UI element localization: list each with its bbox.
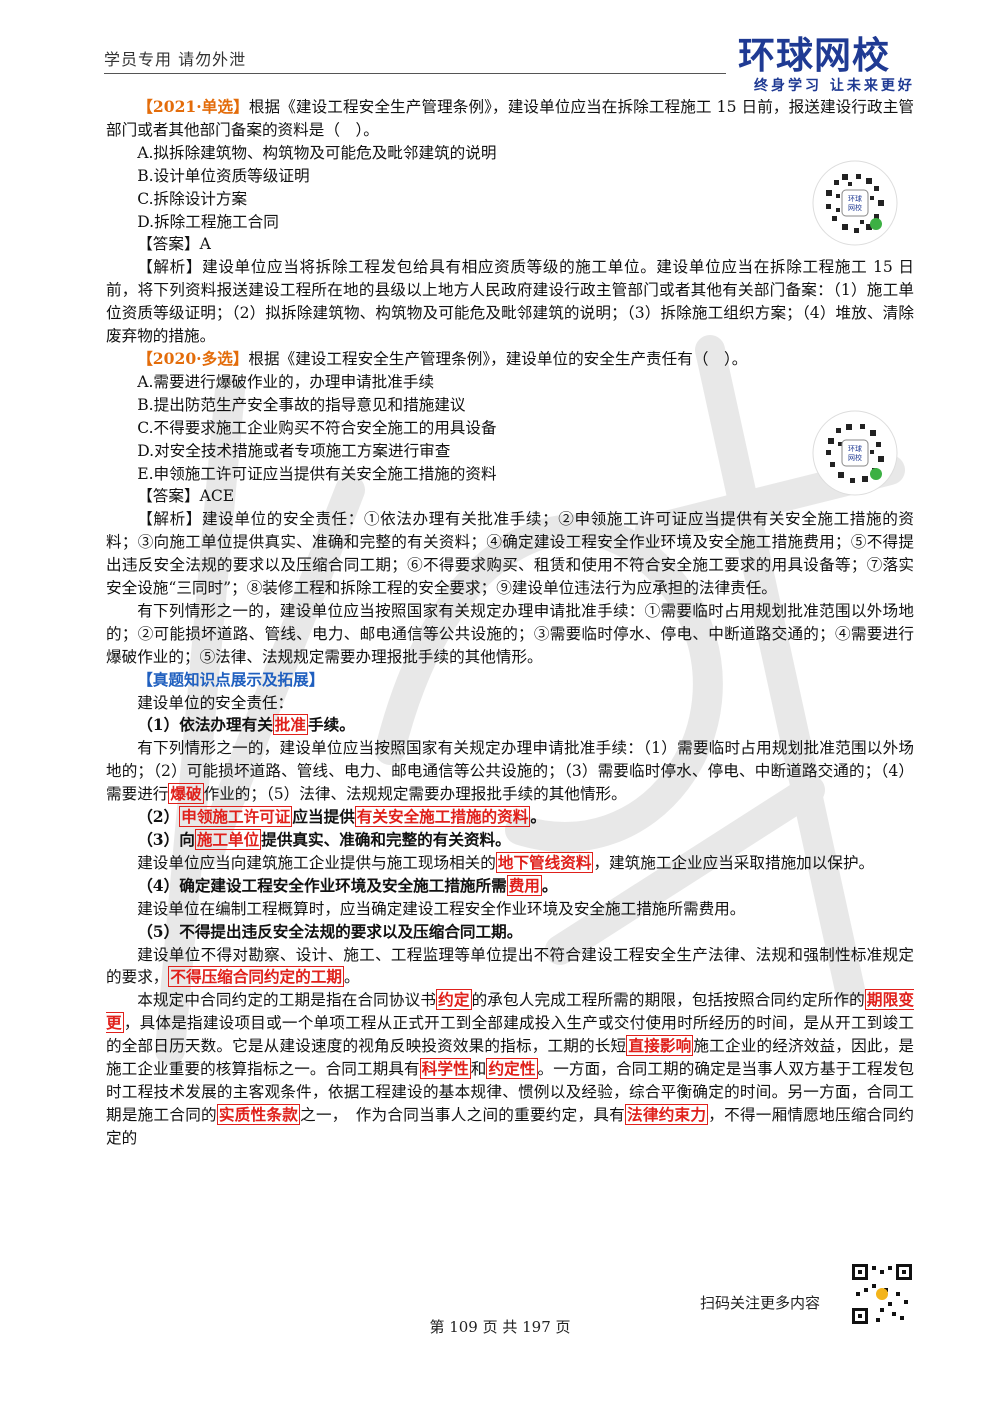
highlight-term: 申领施工许可证 bbox=[179, 806, 293, 828]
brand-logo: 环球网校 终身学习 让未来更好 bbox=[738, 36, 916, 98]
highlight-term: 实质性条款 bbox=[216, 1103, 301, 1125]
option-item: B.提出防范生产安全事故的指导意见和措施建议 bbox=[137, 395, 466, 414]
svg-text:网校: 网校 bbox=[848, 203, 862, 212]
point-4: （4）确定建设工程安全作业环境及安全施工措施所需费用。 bbox=[137, 874, 558, 896]
point-2: （2）申领施工许可证应当提供有关安全施工措施的资料。 bbox=[137, 806, 546, 828]
question-1-stem: 【2021·单选】根据《建设工程安全生产管理条例》，建设单位应当在拆除工程施工 … bbox=[106, 97, 914, 139]
highlight-term: 地下管线资料 bbox=[495, 851, 594, 873]
section-intro: 建设单位的安全责任： bbox=[137, 693, 294, 712]
question-tag: 【2021·单选】 bbox=[137, 97, 249, 116]
point-4-detail: 建设单位在编制工程概算时，应当确定建设工程安全作业环境及安全施工措施所需费用。 bbox=[137, 899, 746, 918]
qr-code-icon: 环球 网校 bbox=[812, 410, 898, 496]
point-1-detail: 有下列情形之一的，建设单位应当按照国家有关规定办理申请批准手续：（1）需要临时占… bbox=[106, 739, 914, 805]
highlight-term: 约定性 bbox=[486, 1058, 538, 1080]
highlight-term: 费用 bbox=[506, 874, 542, 896]
analysis-paragraph: 【解析】建设单位应当将拆除工程发包给具有相应资质等级的施工单位。建设单位应当在拆… bbox=[106, 258, 914, 346]
option-item: A.拟拆除建筑物、构筑物及可能危及毗邻建筑的说明 bbox=[137, 143, 497, 162]
highlight-term: 约定 bbox=[436, 989, 472, 1011]
highlight-term: 批准 bbox=[272, 714, 308, 736]
point-3: （3）向施工单位提供真实、准确和完整的有关资料。 bbox=[137, 829, 511, 850]
answer-line: 【答案】A bbox=[137, 235, 211, 254]
point-5-detail: 建设单位不得对勘察、设计、施工、工程监理等单位提出不符合建设工程安全生产法律、法… bbox=[106, 945, 914, 988]
point-5-explanation: 本规定中合同约定的工期是指在合同协议书约定的承包人完成工程所需的期限，包括按照合… bbox=[106, 989, 914, 1147]
highlight-term: 科学性 bbox=[419, 1058, 471, 1080]
highlight-term: 爆破 bbox=[168, 783, 204, 805]
option-item: E.申领施工许可证应当提供有关安全施工措施的资料 bbox=[137, 464, 497, 483]
highlight-term: 施工单位 bbox=[194, 829, 262, 850]
qr-code-icon: 环球 网校 bbox=[812, 160, 898, 246]
page-number: 第 109 页 共 197 页 bbox=[429, 1318, 571, 1336]
analysis-extra-paragraph: 有下列情形之一的，建设单位应当按照国家有关规定办理申请批准手续：①需要临时占用规… bbox=[106, 601, 914, 666]
svg-text:环球: 环球 bbox=[848, 194, 862, 203]
footer-qr-code-icon bbox=[850, 1262, 914, 1326]
highlight-term: 直接影响 bbox=[626, 1035, 694, 1057]
highlight-term: 不得压缩合同约定的工期 bbox=[168, 966, 344, 988]
question-2-stem: 【2020·多选】根据《建设工程安全生产管理条例》，建设单位的安全生产责任有（ … bbox=[137, 348, 748, 368]
point-5: （5）不得提出违反安全法规的要求以及压缩合同工期。 bbox=[137, 921, 523, 941]
section-heading: 【真题知识点展示及拓展】 bbox=[137, 669, 325, 689]
option-item: C.不得要求施工企业购买不符合安全施工的用具设备 bbox=[137, 418, 497, 437]
highlight-term: 期限变更 bbox=[106, 989, 914, 1034]
question-tag: 【2020·多选】 bbox=[137, 348, 249, 368]
highlight-term: 有关安全施工措施的资料 bbox=[354, 806, 531, 828]
page-content: 【2021·单选】根据《建设工程安全生产管理条例》，建设单位应当在拆除工程施工 … bbox=[106, 96, 914, 1150]
option-item: D.拆除工程施工合同 bbox=[137, 212, 279, 231]
logo-slogan: 终身学习 让未来更好 bbox=[754, 78, 915, 94]
option-item: D.对安全技术措施或者专项施工方案进行审查 bbox=[137, 441, 451, 460]
svg-text:环球: 环球 bbox=[848, 444, 862, 453]
highlight-term: 法律约束力 bbox=[625, 1103, 709, 1125]
analysis-paragraph: 【解析】建设单位的安全责任：①依法办理有关批准手续；②申领施工许可证应当提供有关… bbox=[106, 510, 914, 598]
answer-line: 【答案】ACE bbox=[137, 487, 235, 506]
point-3-detail: 建设单位应当向建筑施工企业提供与施工现场相关的地下管线资料，建筑施工企业应当采取… bbox=[137, 851, 875, 873]
scan-prompt: 扫码关注更多内容 bbox=[700, 1294, 821, 1312]
header-rule bbox=[104, 73, 726, 74]
logo-text: 环球网校 bbox=[738, 34, 890, 77]
option-item: A.需要进行爆破作业的，办理申请批准手续 bbox=[137, 372, 435, 391]
option-item: B.设计单位资质等级证明 bbox=[137, 166, 310, 185]
option-item: C.拆除设计方案 bbox=[137, 189, 248, 208]
header-notice: 学员专用 请勿外泄 bbox=[104, 50, 247, 69]
point-1: （1）依法办理有关批准手续。 bbox=[137, 714, 355, 736]
svg-text:网校: 网校 bbox=[848, 453, 862, 462]
